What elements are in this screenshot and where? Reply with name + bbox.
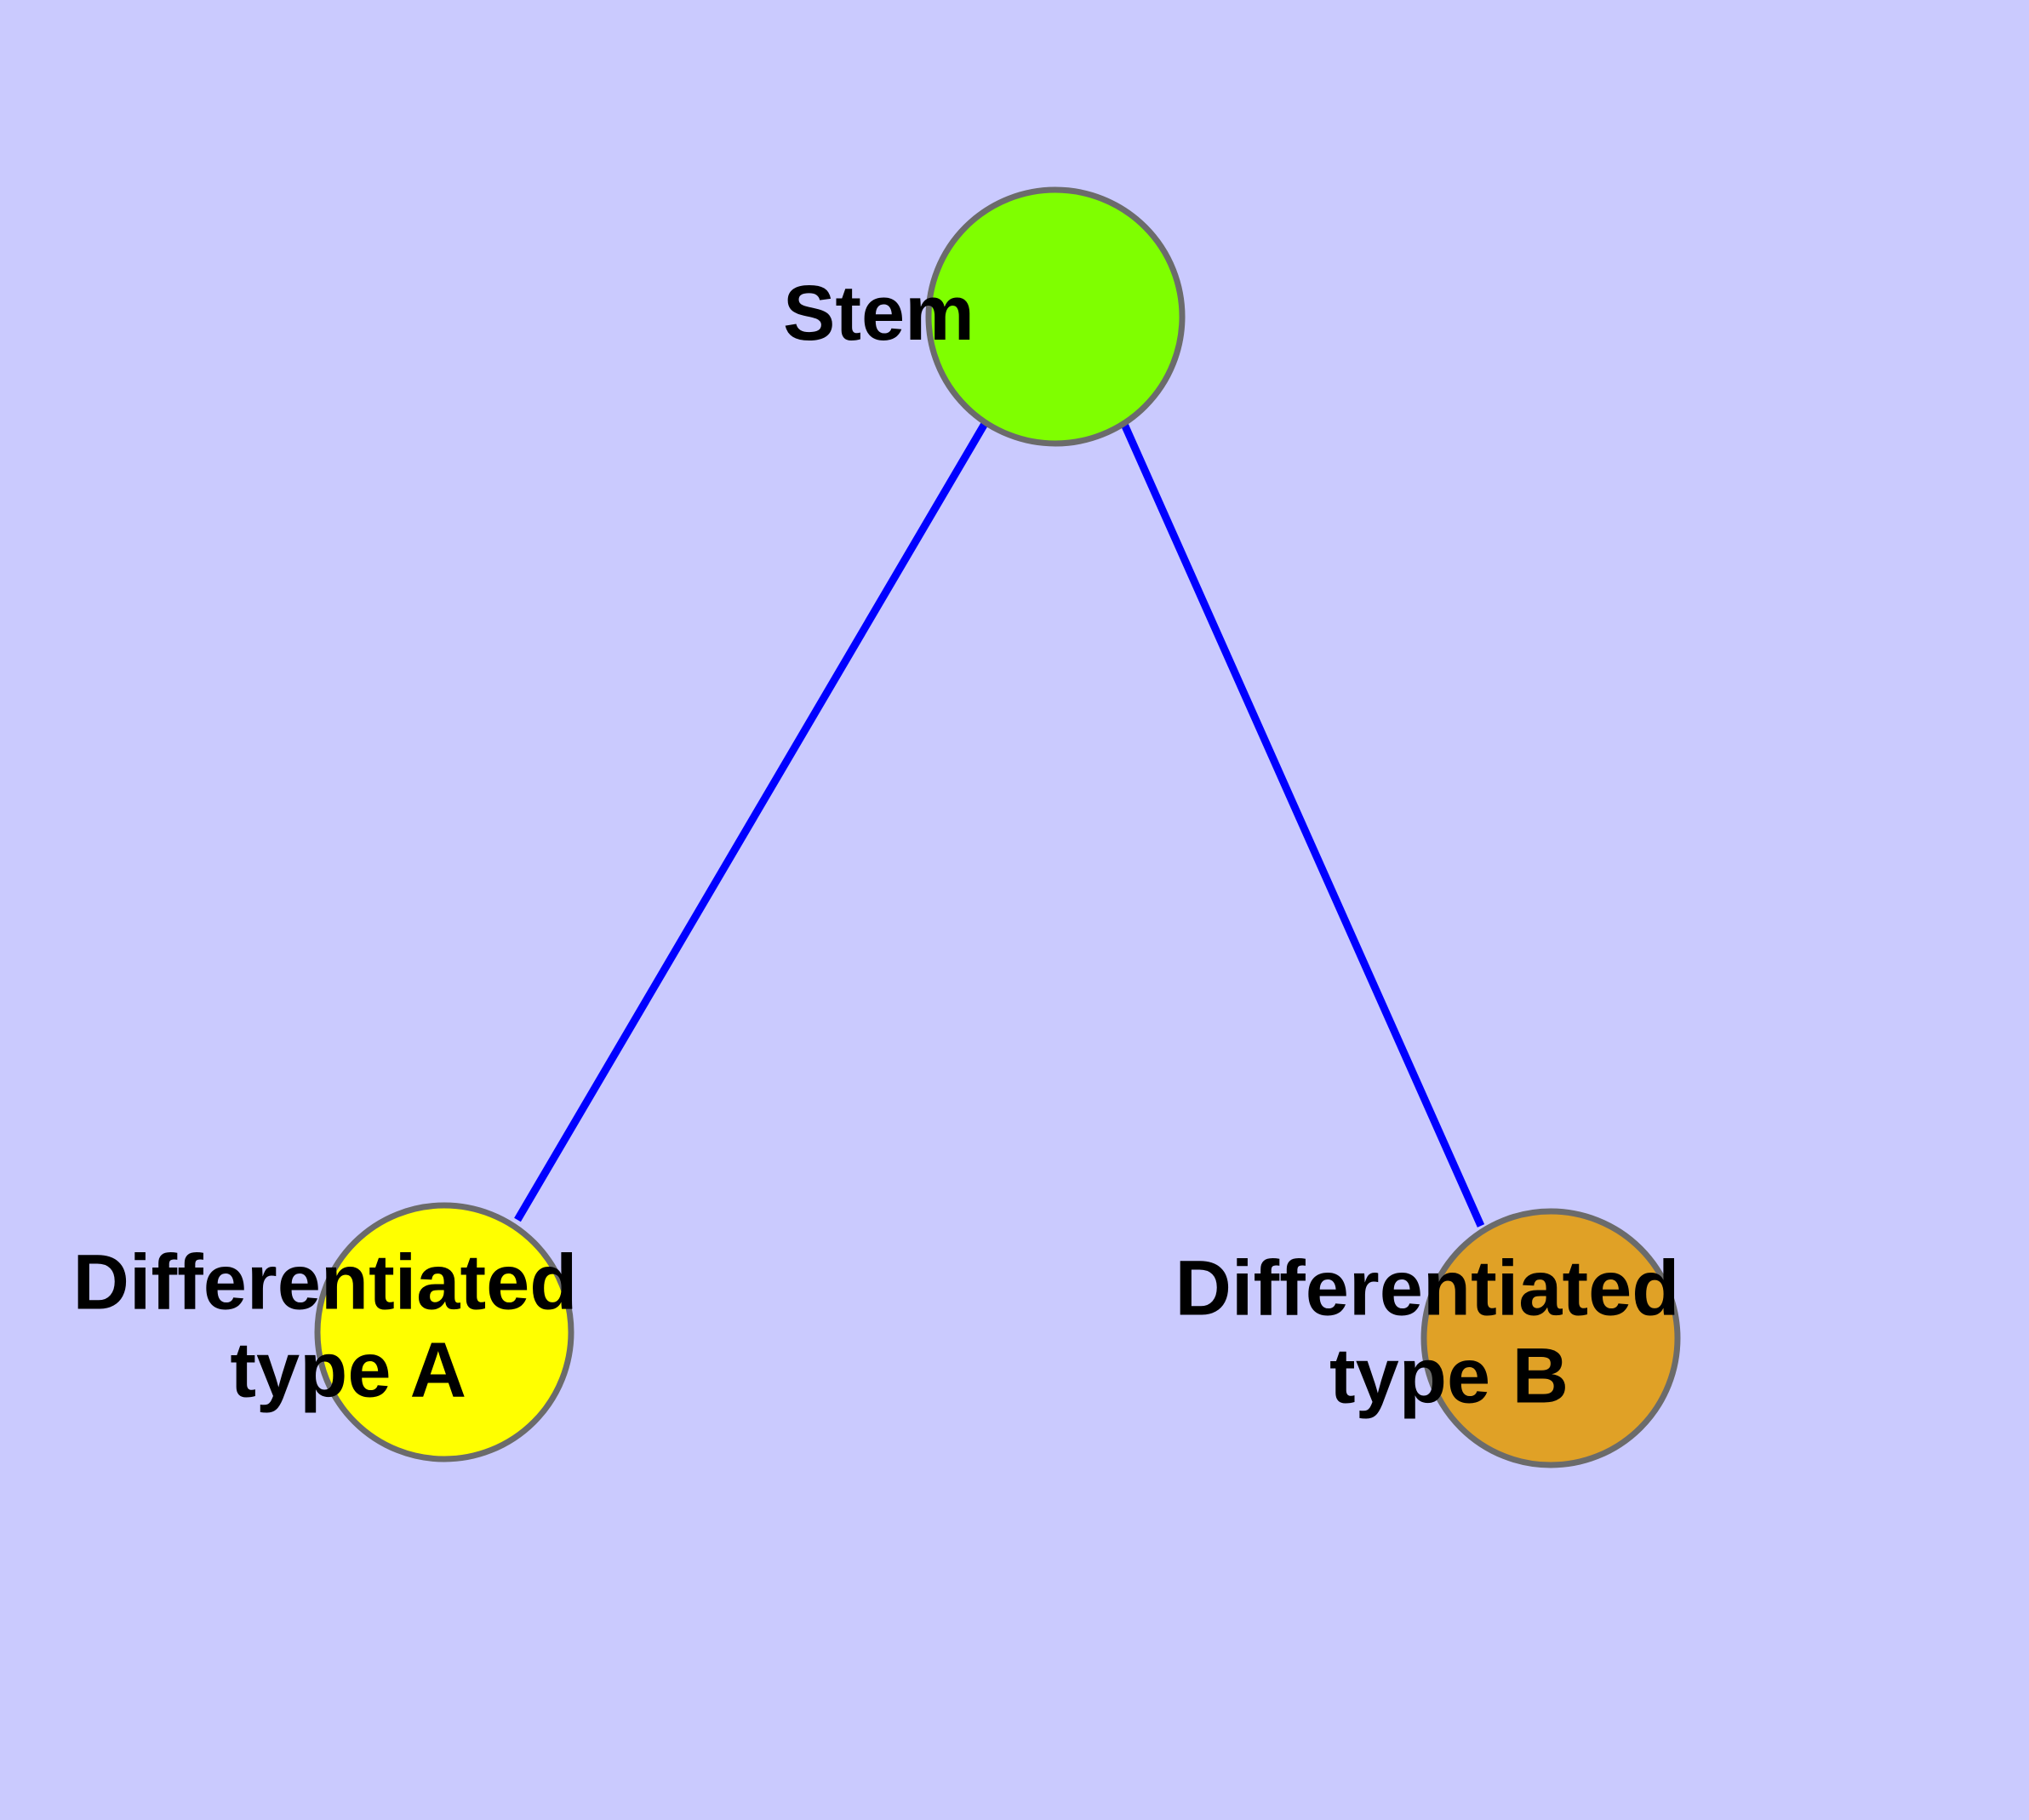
edge-layer [514, 420, 1485, 1228]
edge-stem-to-diff-type-a[interactable] [514, 420, 989, 1222]
node-stem-circle[interactable] [925, 186, 1186, 447]
node-diff-type-b-label-line1: Differentiated [1175, 1245, 1679, 1332]
node-stem[interactable] [925, 186, 1186, 447]
node-stem-label-line1: Stem [783, 270, 974, 357]
node-layer [314, 186, 1681, 1468]
node-diff-type-b[interactable] [1420, 1208, 1681, 1468]
node-diff-type-a-label-line1: Differentiated [72, 1239, 577, 1326]
node-diff-type-a-label: Differentiated type A [72, 1239, 773, 1414]
node-diff-type-a-circle[interactable] [314, 1202, 574, 1462]
node-diff-type-b-label: Differentiated type B [1175, 1245, 1875, 1420]
edge-stem-to-diff-type-b[interactable] [1119, 421, 1485, 1228]
label-layer: Stem Differentiated type A Differentiate… [72, 270, 1875, 1420]
node-stem-label: Stem [783, 270, 1323, 357]
node-diff-type-a[interactable] [314, 1202, 574, 1462]
node-diff-type-b-circle[interactable] [1420, 1208, 1681, 1468]
node-diff-type-a-label-line2: type A [230, 1327, 465, 1414]
node-diff-type-b-label-line2: type B [1329, 1333, 1569, 1420]
